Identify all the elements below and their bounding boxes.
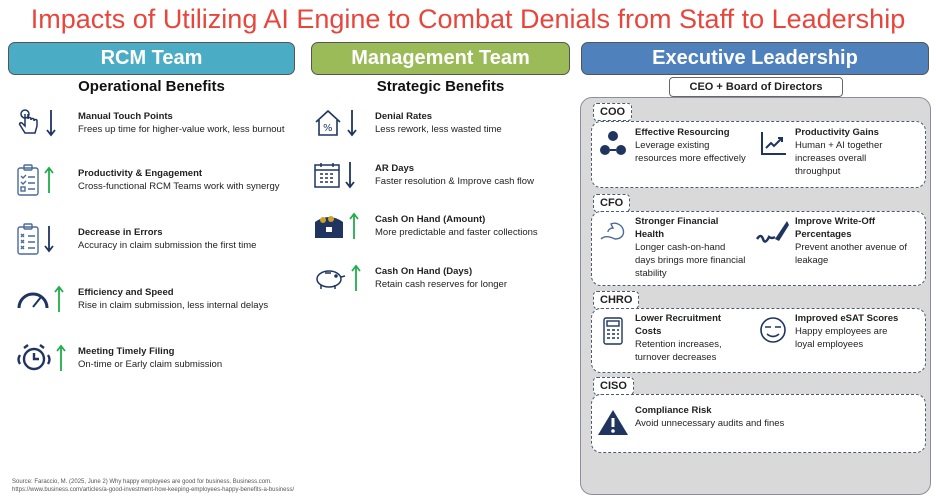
benefit-title: Meeting Timely Filing <box>78 346 175 357</box>
chro-label: CHRO <box>593 291 640 309</box>
benefit-description: Human + AI together increases overall th… <box>795 140 883 177</box>
benefit-title: Improve Write-Off Percentages <box>795 216 876 240</box>
source-citation: Source: Faraccio, M. (2025, June 2) Why … <box>12 478 294 494</box>
benefit-title: Cash On Hand (Amount) <box>375 214 486 225</box>
benefit-item: Cash On Hand (Days) Retain cash reserves … <box>313 263 507 297</box>
benefit-title: Cash On Hand (Days) <box>375 266 473 277</box>
treasure-chest-icon <box>313 212 345 245</box>
warning-icon <box>591 404 635 436</box>
benefit-title: Stronger Financial Health <box>635 216 719 240</box>
benefit-description: Cross-functional RCM Teams work with syn… <box>78 181 280 192</box>
source-line-1: Source: Faraccio, M. (2025, June 2) Why … <box>12 479 272 485</box>
calculator-icon <box>591 312 635 364</box>
growth-chart-icon <box>751 126 795 178</box>
benefit-description: Frees up time for higher-value work, les… <box>78 124 285 135</box>
benefit-description: Retention increases, turnover decreases <box>635 339 722 363</box>
ciso-card <box>591 394 926 453</box>
benefit-title: Lower Recruitment Costs <box>635 313 722 337</box>
executive-leadership-header: Executive Leadership <box>581 42 929 75</box>
benefit-description: Happy employees are loyal employees <box>795 326 888 350</box>
operational-benefits-heading: Operational Benefits <box>78 78 225 95</box>
touch-icon <box>16 108 42 143</box>
team-network-icon <box>591 126 635 165</box>
speedometer-icon <box>16 288 50 315</box>
source-url: https://www.business.com/articles/a-good… <box>12 487 295 493</box>
piggy-bank-icon <box>313 265 347 296</box>
benefit-title: Decrease in Errors <box>78 227 163 238</box>
benefit-description: Leverage existing resources more effecti… <box>635 140 746 164</box>
benefit-title: Improved eSAT Scores <box>795 313 899 324</box>
management-team-header: Management Team <box>311 42 570 75</box>
page-title: Impacts of Utilizing AI Engine to Combat… <box>30 4 906 34</box>
benefit-title: AR Days <box>375 163 415 174</box>
trend-up-arrow-icon <box>54 284 64 319</box>
benefit-title: Effective Resourcing <box>635 127 730 138</box>
trend-down-arrow-icon <box>44 224 54 259</box>
benefit-title: Compliance Risk <box>635 405 712 416</box>
benefit-description: Prevent another avenue of leakage <box>795 242 907 266</box>
benefit-title: Productivity Gains <box>795 127 879 138</box>
benefit-description: More predictable and faster collections <box>375 227 538 238</box>
trend-up-arrow-icon <box>351 263 361 298</box>
benefit-description: Retain cash reserves for longer <box>375 279 508 290</box>
alarm-clock-icon <box>16 343 52 378</box>
trend-down-arrow-icon <box>347 108 357 143</box>
benefit-description: Longer cash-on-hand days brings more fin… <box>635 242 746 279</box>
coo-card <box>591 121 926 188</box>
benefit-title: Productivity & Engagement <box>78 168 203 179</box>
trend-up-arrow-icon <box>349 211 359 246</box>
trend-up-arrow-icon <box>44 165 54 200</box>
benefit-description: Accuracy in claim submission the first t… <box>78 240 257 251</box>
cfo-label: CFO <box>593 194 631 212</box>
svg-text:%: % <box>323 123 333 134</box>
benefit-item: Cash On Hand (Amount) More predictable an… <box>313 211 538 245</box>
benefit-description: Rise in claim submission, less internal … <box>78 300 269 311</box>
benefit-description: On-time or Early claim submission <box>78 359 223 370</box>
flexed-arm-icon <box>591 215 635 280</box>
benefit-title: Denial Rates <box>375 111 433 122</box>
benefit-title: Efficiency and Speed <box>78 287 174 298</box>
benefit-description: Faster resolution & Improve cash flow <box>375 176 534 187</box>
benefit-description: Less rework, less wasted time <box>375 124 502 135</box>
trend-up-arrow-icon <box>56 343 66 378</box>
coo-label: COO <box>593 103 633 121</box>
checklist-icon <box>16 163 40 201</box>
rcm-team-header: RCM Team <box>8 42 295 75</box>
ciso-label: CISO <box>593 377 634 395</box>
percent-house-icon: % <box>313 108 343 143</box>
benefit-description: Avoid unnecessary audits and fines <box>635 418 785 429</box>
pen-signature-icon <box>751 215 795 267</box>
chro-card <box>591 308 926 373</box>
cfo-card <box>591 211 926 286</box>
trend-down-arrow-icon <box>345 160 355 195</box>
ceo-board-label: CEO + Board of Directors <box>669 77 843 97</box>
trend-down-arrow-icon <box>46 108 56 143</box>
error-list-icon <box>16 222 40 260</box>
calendar-icon <box>313 161 341 194</box>
benefit-title: Manual Touch Points <box>78 111 173 122</box>
smiley-face-icon <box>751 312 795 351</box>
strategic-benefits-heading: Strategic Benefits <box>376 78 505 95</box>
